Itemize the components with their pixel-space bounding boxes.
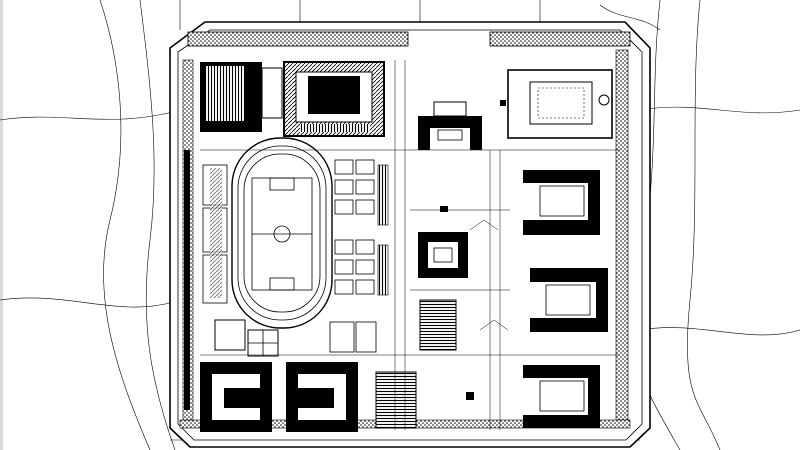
interior-linework	[200, 60, 620, 430]
u-shaped-building	[418, 116, 482, 150]
running-track-inner	[243, 153, 321, 313]
dormitory-blocks-right	[523, 170, 608, 428]
marker-1	[466, 392, 474, 400]
u-building-court	[437, 129, 463, 141]
dormitory-block-2	[530, 268, 608, 332]
spiral-blocks-bottom	[200, 362, 358, 432]
football-penalty-box-top	[269, 177, 295, 191]
football-penalty-box-bottom	[269, 277, 295, 291]
courtyard-dark-core	[308, 76, 360, 114]
running-track-lane	[237, 145, 327, 321]
left-edge-shadow	[0, 0, 3, 450]
planting-strip-top-right	[489, 31, 631, 47]
square-ring-court	[428, 242, 458, 268]
small-building-grid	[329, 159, 377, 353]
center-column-1	[377, 164, 389, 226]
stair-block-center	[419, 299, 457, 351]
marker-2	[440, 206, 448, 212]
west-courts-hatch	[210, 168, 222, 298]
running-track-outer	[231, 137, 333, 329]
dark-building-annex	[261, 67, 283, 119]
dark-building-roof-texture	[205, 66, 245, 121]
u-building-entrance	[433, 101, 467, 117]
pool-building	[507, 69, 613, 139]
football-center-circle	[273, 225, 291, 243]
planting-strip-right	[615, 49, 629, 421]
planting-strip-top-left	[187, 31, 409, 47]
west-walkway	[184, 150, 190, 410]
pool-basin	[529, 81, 593, 125]
marker-3	[500, 100, 506, 106]
small-court-1	[214, 319, 246, 351]
dormitory-block-1	[523, 170, 600, 235]
pool-lanes	[537, 87, 585, 119]
stair-block-bottom	[375, 371, 417, 429]
dormitory-block-3	[523, 365, 600, 428]
courtyard-steps	[300, 124, 370, 132]
pool-fixture	[598, 94, 610, 106]
center-column-2	[377, 244, 389, 296]
